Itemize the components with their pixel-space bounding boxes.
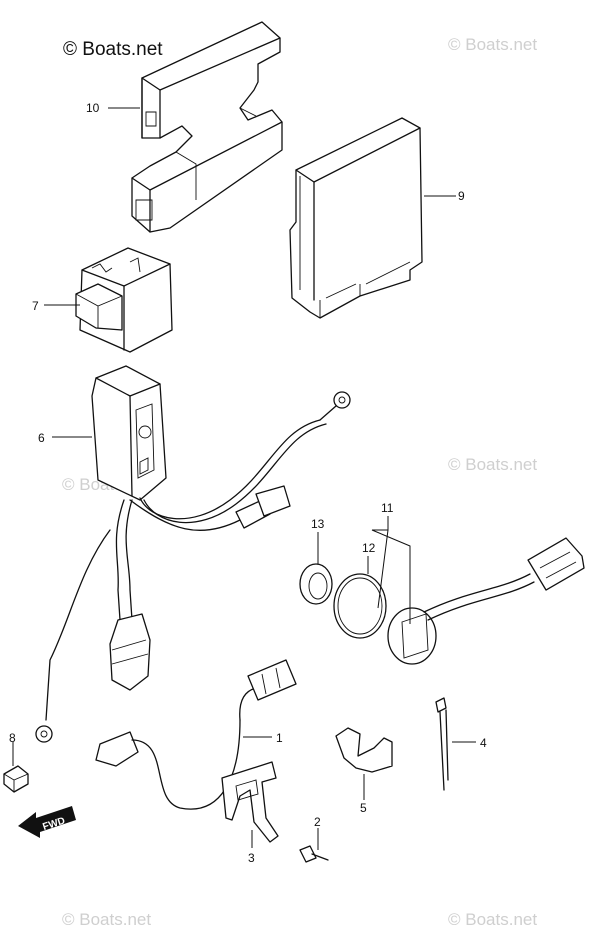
part-13-grommet bbox=[299, 563, 333, 605]
part-8-bolt bbox=[3, 765, 29, 793]
part-9-ecm bbox=[289, 117, 423, 319]
callout-12: 12 bbox=[362, 541, 376, 555]
part-1-sensor bbox=[95, 659, 297, 810]
part-5-clamp bbox=[335, 727, 393, 773]
callout-2: 2 bbox=[314, 815, 321, 829]
part-6-unit bbox=[35, 365, 351, 743]
part-11-connector bbox=[387, 537, 585, 665]
watermark-faint-mid-right: © Boats.net bbox=[448, 455, 537, 474]
watermark-faint-bottom-right: © Boats.net bbox=[448, 910, 537, 929]
fwd-arrow-icon: FWD bbox=[18, 806, 76, 838]
callout-6: 6 bbox=[38, 431, 45, 445]
callout-8: 8 bbox=[9, 731, 16, 745]
callout-1: 1 bbox=[276, 731, 283, 745]
part-4-cable-tie bbox=[435, 697, 449, 791]
callout-7: 7 bbox=[32, 299, 39, 313]
callout-9: 9 bbox=[458, 189, 465, 203]
leader-lines bbox=[12, 107, 476, 850]
watermark-faint-bottom-left: © Boats.net bbox=[62, 910, 151, 929]
callout-13: 13 bbox=[311, 517, 325, 531]
callout-4: 4 bbox=[480, 736, 487, 750]
watermark-main: © Boats.net bbox=[63, 39, 163, 60]
part-2-bolt bbox=[299, 845, 329, 863]
callout-3: 3 bbox=[248, 851, 255, 865]
callout-11: 11 bbox=[381, 501, 394, 515]
callout-10: 10 bbox=[86, 101, 100, 115]
watermark-faint-top-right: © Boats.net bbox=[448, 35, 537, 54]
callout-5: 5 bbox=[360, 801, 367, 815]
part-12-o-ring bbox=[333, 573, 387, 639]
part-3-bracket bbox=[221, 761, 279, 843]
part-10-cover bbox=[131, 21, 283, 233]
part-7-relay bbox=[75, 247, 173, 353]
